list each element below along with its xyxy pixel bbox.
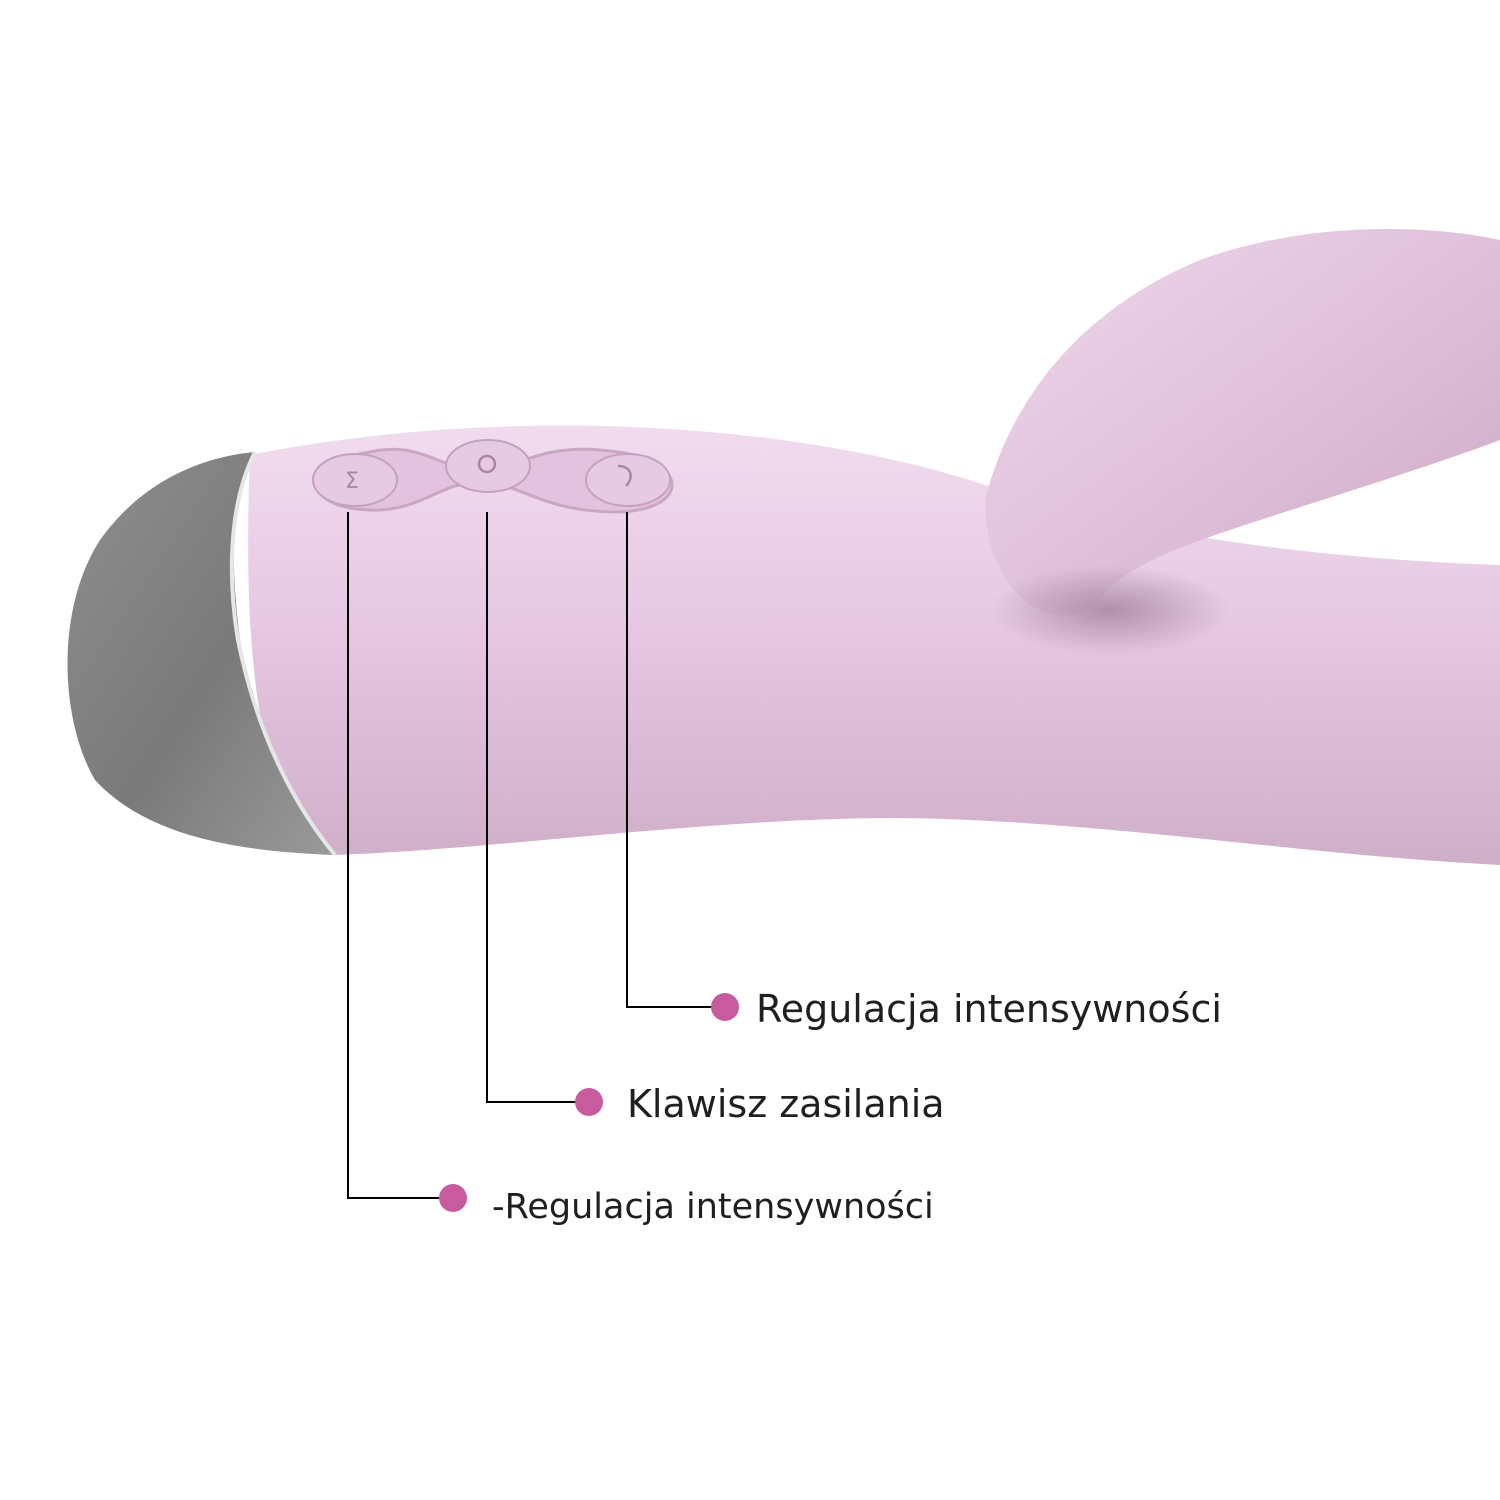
plus-button[interactable] <box>585 453 671 507</box>
power-button[interactable] <box>445 439 531 493</box>
leader-line-plus <box>626 512 712 1008</box>
minus-icon: Σ <box>345 469 359 494</box>
callout-label-plus: Regulacja intensywności <box>756 987 1222 1031</box>
leader-lines <box>347 512 712 1199</box>
device-end-cap <box>67 452 335 855</box>
power-icon <box>477 454 497 474</box>
minus-button[interactable]: Σ <box>312 453 398 507</box>
button-panel: Σ <box>312 439 674 514</box>
cap-rim <box>229 451 337 857</box>
callout-dot-minus <box>439 1184 467 1212</box>
plus-icon <box>617 464 632 487</box>
callout-label-power: Klawisz zasilania <box>627 1082 945 1126</box>
crevice-shadow <box>990 565 1230 655</box>
callout-dot-plus <box>711 993 739 1021</box>
callout-label-minus: -Regulacja intensywności <box>492 1187 934 1227</box>
callout-dot-power <box>575 1088 603 1116</box>
leader-line-minus <box>347 512 439 1199</box>
device-arm <box>985 228 1500 616</box>
leader-line-power <box>486 512 576 1103</box>
